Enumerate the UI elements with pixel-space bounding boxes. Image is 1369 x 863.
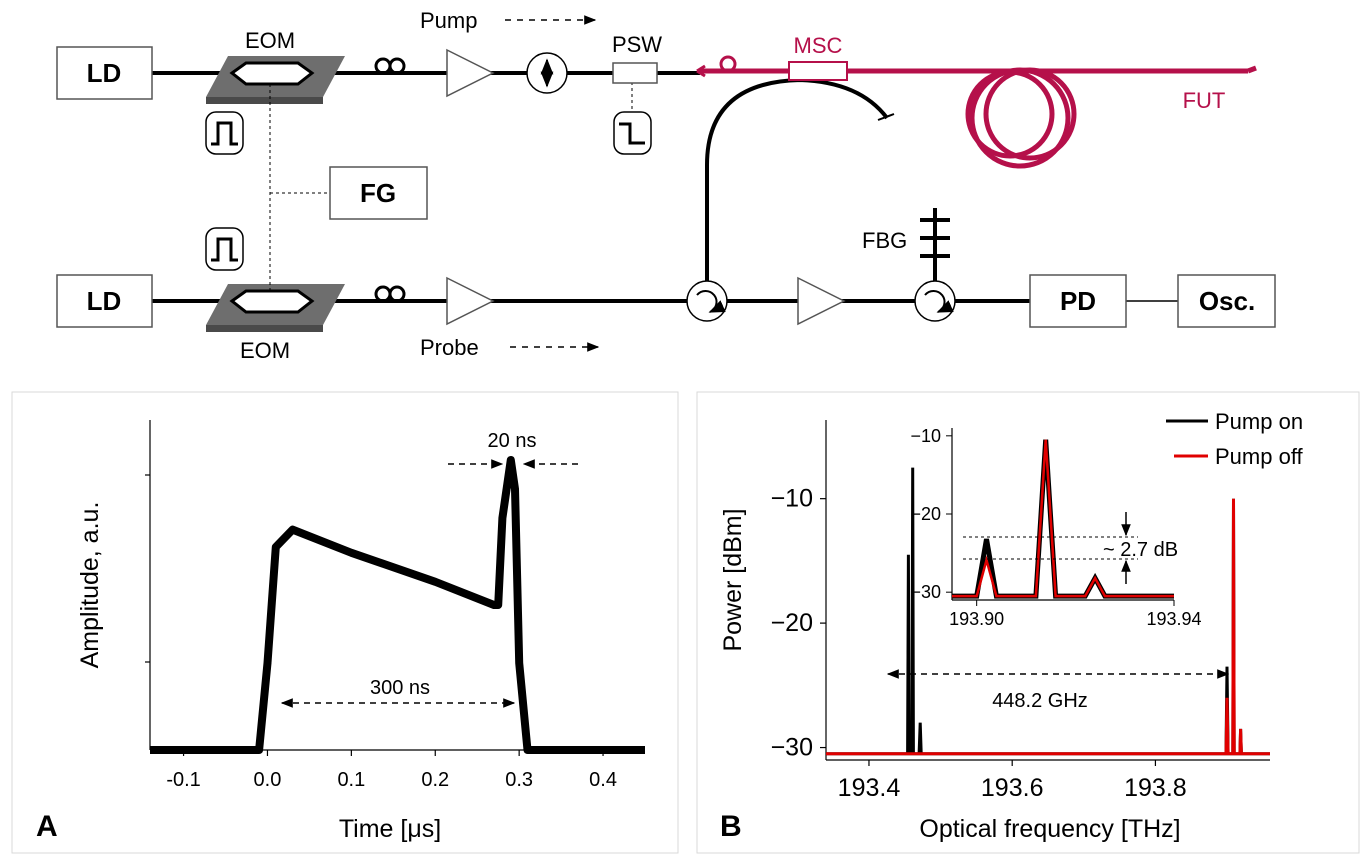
panel-a-letter: A <box>36 810 58 843</box>
panel-a-xlabel: Time [μs] <box>339 815 441 843</box>
panel-b-ytick-label: −30 <box>771 734 813 762</box>
fiber-lines <box>152 71 1178 303</box>
ld-bottom-box <box>56 274 153 328</box>
panel-a-ylabel: Amplitude, a.u. <box>76 502 104 669</box>
eom-bottom <box>206 284 345 332</box>
panel-b-ticks: 193.4 193.6 193.8 −10 −20 −30 <box>771 485 1187 802</box>
amplifier-probe-icon <box>446 276 495 326</box>
ld-top-box <box>56 46 153 100</box>
fg-box <box>329 166 428 220</box>
panel-b-legend: Pump on Pump off <box>1166 409 1304 469</box>
panel-b-ylabel: Power [dBm] <box>719 508 747 651</box>
ld-bottom-label: LD <box>87 286 122 316</box>
panel-a-xtick-label: 0.3 <box>505 769 533 791</box>
amplifier-rx-icon <box>797 276 846 326</box>
fbg-label: FBG <box>862 228 907 253</box>
inset-series-pump-off <box>952 439 1174 598</box>
inset-db-label: ~ 2.7 dB <box>1103 539 1178 561</box>
probe-label: Probe <box>420 335 479 360</box>
panel-a-frame <box>11 391 679 854</box>
setup-diagram: LD LD EOM EOM <box>56 8 1276 363</box>
eom-bottom-label: EOM <box>240 338 290 363</box>
panel-b-axes <box>825 420 1270 761</box>
panel-b-ytick-label: −20 <box>771 609 813 637</box>
pol-controller-top-icon <box>374 57 406 75</box>
panel-b: 193.4 193.6 193.8 −10 −20 −30 448.2 GHz Power… <box>696 391 1360 854</box>
msc-label: MSC <box>794 33 843 58</box>
inset-xtick-label: 193.90 <box>949 609 1004 629</box>
pd-label: PD <box>1060 286 1096 316</box>
panel-a-xticks: -0.1 0.0 0.1 0.2 0.3 0.4 <box>166 750 617 791</box>
panel-a-xtick-label: 0.0 <box>254 769 282 791</box>
panel-a-xtick-label: -0.1 <box>166 769 200 791</box>
osc-box <box>1177 274 1276 328</box>
panel-b-xtick-label: 193.8 <box>1124 774 1187 802</box>
ld-top-label: LD <box>87 58 122 88</box>
inset-xtick-label: 193.94 <box>1146 609 1201 629</box>
panel-a-axes <box>145 420 645 751</box>
osc-label: Osc. <box>1199 286 1255 316</box>
switch-signal-icon <box>613 111 652 155</box>
circulator-1-icon <box>686 280 728 322</box>
eom-top-label: EOM <box>245 28 295 53</box>
eom-top <box>206 56 345 104</box>
polarization-scrambler-icon <box>526 52 568 94</box>
psw-label: PSW <box>612 32 662 57</box>
panel-b-ytick-label: −10 <box>771 485 813 513</box>
amplifier-pump-icon <box>446 48 495 98</box>
panel-b-frame <box>696 391 1360 854</box>
fut-label: FUT <box>1183 88 1226 113</box>
panel-b-xtick-label: 193.6 <box>981 774 1044 802</box>
inset-ytick-label: −20 <box>910 504 941 524</box>
fg-label: FG <box>360 178 396 208</box>
inset-ticks: −10 −20 −30 193.90 193.94 <box>910 426 1201 629</box>
inset-ytick-label: −10 <box>910 426 941 446</box>
panel-b-letter: B <box>720 810 742 843</box>
panel-b-inset: −10 −20 −30 193.90 193.94 ~ 2.7 dB <box>910 426 1201 629</box>
fg-wiring <box>269 82 633 290</box>
legend-label-off: Pump off <box>1215 444 1304 469</box>
panel-a-pulse-curve <box>150 456 645 754</box>
panel-b-xtick-label: 193.4 <box>838 774 901 802</box>
pd-box <box>1029 274 1127 328</box>
inset-ytick-label: −30 <box>910 582 941 602</box>
pulse-icon-top <box>205 111 244 155</box>
psw-box <box>612 62 658 84</box>
pol-controller-bottom-icon <box>374 285 406 303</box>
msc-coupler <box>788 61 848 81</box>
panel-b-xlabel: Optical frequency [THz] <box>919 815 1180 843</box>
pump-label: Pump <box>420 8 477 33</box>
panel-b-gap-label: 448.2 GHz <box>992 690 1088 712</box>
fut-fiber <box>696 55 1257 169</box>
panel-a-xtick-label: 0.1 <box>337 769 365 791</box>
panel-a-xtick-label: 0.2 <box>421 769 449 791</box>
legend-label-on: Pump on <box>1215 409 1303 434</box>
panel-a-20ns-label: 20 ns <box>488 430 537 452</box>
panel-a-300ns-label: 300 ns <box>370 677 430 699</box>
panel-a-xtick-label: 0.4 <box>589 769 617 791</box>
panel-a: -0.1 0.0 0.1 0.2 0.3 0.4 300 ns 20 ns Amplitu… <box>11 391 679 854</box>
pulse-icon-bottom <box>205 227 244 271</box>
panel-b-series-pump-off <box>826 498 1270 756</box>
circulator-2-icon <box>914 280 956 322</box>
